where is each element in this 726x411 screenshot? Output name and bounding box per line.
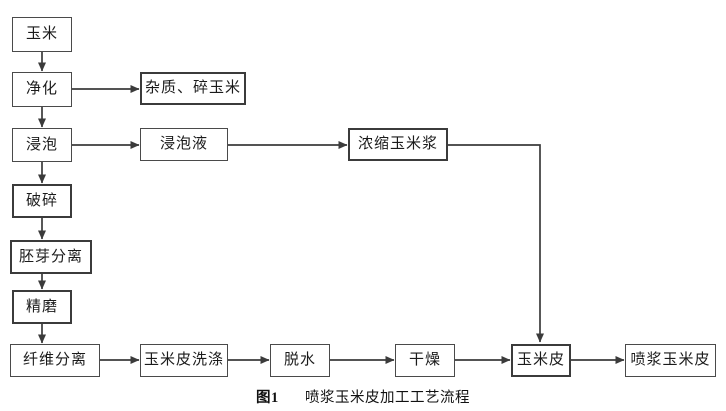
edge-corn-steep-to-corn-hull [448,144,544,343]
node-concentrated-corn-steep-liquor: 浓缩玉米浆 [348,128,448,161]
node-sprayed-corn-hull: 喷浆玉米皮 [625,344,716,377]
node-crushing: 破碎 [12,184,72,218]
node-corn-hull: 玉米皮 [511,344,571,377]
node-label: 精磨 [25,298,58,315]
node-fine-grinding: 精磨 [12,290,72,324]
node-label: 浸泡 [25,136,58,153]
node-corn-hull-washing: 玉米皮洗涤 [140,344,228,377]
node-label: 脱水 [283,352,316,368]
node-label: 净化 [25,81,58,97]
node-label: 喷浆玉米皮 [630,352,711,368]
node-label: 杂质、碎玉米 [144,80,241,96]
node-label: 玉米皮洗涤 [143,352,224,368]
node-label: 破碎 [25,192,58,209]
node-steep-liquor: 浸泡液 [140,128,228,161]
node-label: 玉米皮 [516,352,565,368]
node-label: 纤维分离 [22,352,87,368]
node-cleaning: 净化 [12,72,72,107]
node-label: 浓缩玉米浆 [357,136,438,152]
node-fiber-separation: 纤维分离 [10,344,100,377]
node-impurities: 杂质、碎玉米 [140,72,246,105]
node-corn: 玉米 [12,17,72,52]
figure-caption-text: 喷浆玉米皮加工工艺流程 [305,390,470,406]
node-label: 干燥 [408,352,441,368]
node-dewatering: 脱水 [270,344,330,377]
node-label: 浸泡液 [159,136,208,152]
figure-number: 图1 [256,390,279,406]
node-label: 玉米 [25,26,58,42]
figure-caption: 图1 喷浆玉米皮加工工艺流程 [0,386,726,407]
node-label: 胚芽分离 [18,248,83,265]
node-germ-separation: 胚芽分离 [10,240,92,274]
node-steeping: 浸泡 [12,128,72,162]
node-drying: 干燥 [395,344,455,377]
